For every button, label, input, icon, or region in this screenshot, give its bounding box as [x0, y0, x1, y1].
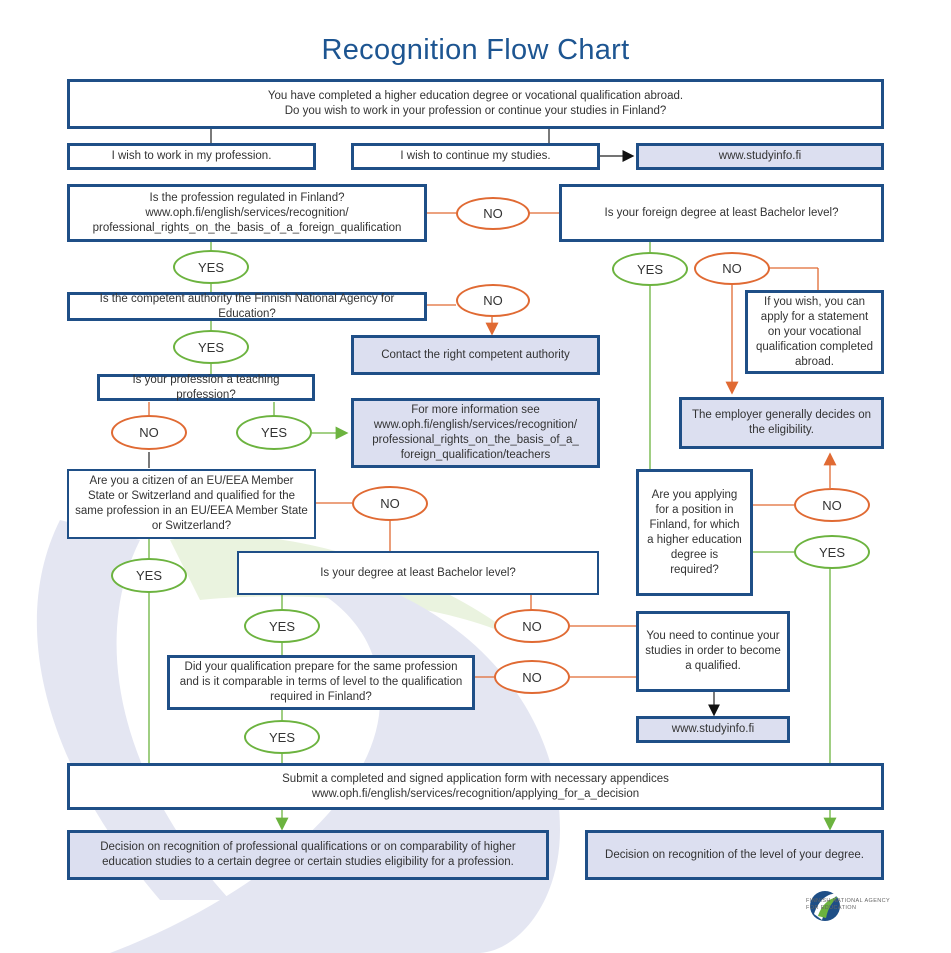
intro-box: You have completed a higher education de…	[67, 79, 884, 129]
decision-degree-box: Decision on recognition of the level of …	[585, 830, 884, 880]
foreign-bachelor-text: Is your foreign degree at least Bachelor…	[604, 206, 839, 219]
regulated-line1: Is the profession regulated in Finland?	[149, 191, 345, 204]
studyinfo-link-bottom[interactable]: www.studyinfo.fi	[636, 716, 790, 743]
yes-oval-teaching: YES	[236, 415, 312, 450]
oval-label: YES	[636, 261, 663, 277]
oval-label: YES	[197, 339, 224, 355]
yes-oval-regulated: YES	[173, 250, 249, 284]
more-info-line1: For more information see	[411, 404, 540, 416]
no-oval-competent: NO	[456, 284, 530, 317]
oval-label: YES	[268, 618, 295, 634]
contact-authority-text: Contact the right competent authority	[381, 348, 570, 361]
yes-oval-foreign-bachelor: YES	[612, 252, 688, 286]
no-oval-prepare: NO	[494, 660, 570, 694]
decision-professional-text: Decision on recognition of professional …	[100, 841, 516, 868]
citizen-text: Are you a citizen of an EU/EEA Member St…	[75, 475, 308, 532]
no-oval-degree-bachelor: NO	[494, 609, 570, 643]
oval-label: YES	[818, 544, 845, 560]
oval-label: NO	[483, 293, 503, 308]
study-option-box: I wish to continue my studies.	[351, 143, 600, 170]
continue-studies-box: You need to continue your studies in ord…	[636, 611, 790, 692]
oval-label: NO	[483, 206, 503, 221]
study-option-text: I wish to continue my studies.	[400, 150, 551, 162]
contact-authority-box: Contact the right competent authority	[351, 335, 600, 375]
yes-oval-prepare: YES	[244, 720, 320, 754]
teaching-text: Is your profession a teaching profession…	[132, 373, 280, 401]
applying-text: Are you applying for a position in Finla…	[647, 488, 742, 576]
teaching-question-box: Is your profession a teaching profession…	[97, 374, 315, 401]
submit-line2: www.oph.fi/english/services/recognition/…	[311, 787, 640, 800]
submit-application-box: Submit a completed and signed applicatio…	[67, 763, 884, 810]
employer-decides-box: The employer generally decides on the el…	[679, 397, 884, 449]
oval-label: NO	[722, 261, 742, 276]
regulated-line3: professional_rights_on_the_basis_of_a_fo…	[92, 221, 402, 234]
regulated-line2: www.oph.fi/english/services/recognition/	[145, 206, 349, 219]
intro-text-line1: You have completed a higher education de…	[267, 90, 684, 102]
no-oval-foreign-bachelor: NO	[694, 252, 770, 285]
statement-text: If you wish, you can apply for a stateme…	[756, 295, 873, 368]
more-info-line2: www.oph.fi/english/services/recognition/	[373, 419, 578, 431]
degree-bachelor-text: Is your degree at least Bachelor level?	[320, 566, 516, 579]
prepare-text: Did your qualification prepare for the s…	[179, 661, 463, 703]
oval-label: YES	[268, 729, 295, 745]
oval-label: NO	[522, 618, 542, 634]
yes-oval-applying: YES	[794, 535, 870, 569]
page-title: Recognition Flow Chart	[321, 34, 630, 66]
finnish-national-agency-logo	[810, 891, 840, 921]
no-oval-applying: NO	[794, 488, 870, 522]
more-info-box: For more information see www.oph.fi/engl…	[351, 398, 600, 468]
logo-text: FINNISH NATIONAL AGENCY FOR EDUCATION	[806, 898, 890, 911]
oval-label: NO	[522, 669, 542, 685]
yes-oval-competent: YES	[173, 330, 249, 364]
oval-label: YES	[260, 425, 287, 440]
decision-professional-box: Decision on recognition of professional …	[67, 830, 549, 880]
studyinfo-top-text: www.studyinfo.fi	[718, 150, 802, 162]
oval-label: YES	[197, 259, 224, 275]
oval-label: YES	[135, 568, 162, 583]
competent-authority-text: Is the competent authority the Finnish N…	[99, 292, 395, 320]
continue-studies-text: You need to continue your studies in ord…	[645, 630, 781, 672]
foreign-bachelor-question-box: Is your foreign degree at least Bachelor…	[559, 184, 884, 242]
no-oval-teaching: NO	[111, 415, 187, 450]
no-oval-citizen: NO	[352, 486, 428, 521]
work-option-text: I wish to work in my profession.	[111, 150, 272, 162]
yes-oval-citizen: YES	[111, 558, 187, 593]
more-info-line3: professional_rights_on_the_basis_of_a_	[372, 434, 579, 446]
statement-box: If you wish, you can apply for a stateme…	[745, 290, 884, 374]
regulated-question-box: Is the profession regulated in Finland? …	[67, 184, 427, 242]
studyinfo-bottom-text: www.studyinfo.fi	[671, 723, 755, 735]
intro-text-line2: Do you wish to work in your profession o…	[284, 105, 667, 117]
citizen-question-box: Are you a citizen of an EU/EEA Member St…	[67, 469, 316, 539]
studyinfo-link-top[interactable]: www.studyinfo.fi	[636, 143, 884, 170]
oval-label: NO	[822, 497, 842, 513]
employer-decides-text: The employer generally decides on the el…	[692, 409, 871, 436]
applying-question-box: Are you applying for a position in Finla…	[636, 469, 753, 596]
yes-oval-degree-bachelor: YES	[244, 609, 320, 643]
work-option-box: I wish to work in my profession.	[67, 143, 316, 170]
submit-line1: Submit a completed and signed applicatio…	[282, 772, 669, 785]
decision-degree-text: Decision on recognition of the level of …	[605, 848, 864, 861]
oval-label: NO	[139, 425, 159, 440]
oval-label: NO	[380, 496, 400, 511]
degree-bachelor-question-box: Is your degree at least Bachelor level?	[237, 551, 599, 595]
competent-authority-question-box: Is the competent authority the Finnish N…	[67, 292, 427, 321]
no-oval-regulated: NO	[456, 197, 530, 230]
prepare-question-box: Did your qualification prepare for the s…	[167, 655, 475, 710]
more-info-line4: foreign_qualification/teachers	[400, 449, 551, 461]
